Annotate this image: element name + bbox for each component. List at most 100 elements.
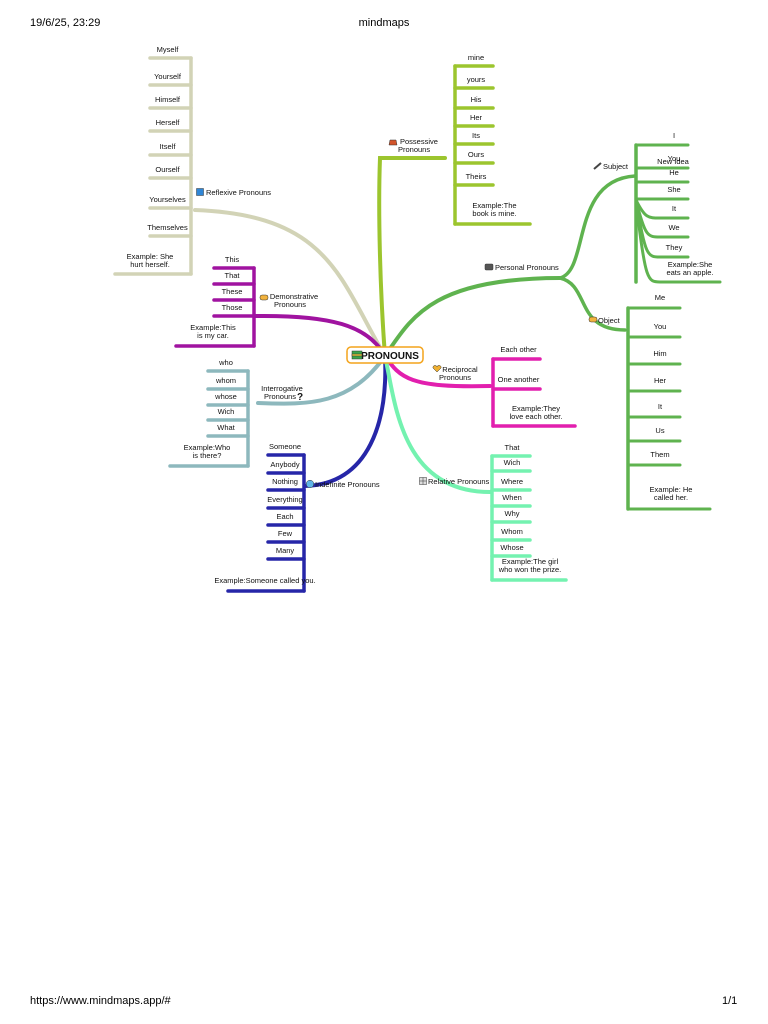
demonstrative-item[interactable]: Those [222,303,243,312]
object-item[interactable]: Me [655,293,665,302]
center-node[interactable]: PRONOUNS [346,346,424,364]
new-idea-node[interactable]: New Idea [657,157,690,166]
object-item[interactable]: It [658,402,663,411]
indefinite-branch-curve [303,354,388,488]
relative-branch-label[interactable]: Relative Pronouns [428,477,490,486]
reflexive-item[interactable]: Herself [156,118,181,127]
subject-label[interactable]: Subject [603,162,629,171]
subject-item[interactable]: They [666,243,683,252]
subject-item-line [634,198,690,220]
books-icon [351,350,363,360]
relative-item[interactable]: Whose [500,543,523,552]
object-item[interactable]: You [654,322,667,331]
reciprocal-item[interactable]: Each other [500,345,537,354]
globe-icon [305,479,315,489]
indefinite-item[interactable]: Nothing [272,477,298,486]
grid-icon [419,477,427,485]
reflexive-item[interactable]: Ourself [155,165,180,174]
possessive-item[interactable]: mine [468,53,484,62]
pen-icon [593,162,602,170]
indefinite-item[interactable]: Example:Someone called you. [214,576,315,585]
reflexive-item[interactable]: Yourselves [149,195,186,204]
interrogative-item[interactable]: What [217,423,235,432]
print-timestamp: 19/6/25, 23:29 [30,17,101,29]
interrogative-item[interactable]: whom [215,376,236,385]
relative-branch-curve [383,354,492,494]
relative-item[interactable]: When [502,493,522,502]
subject-item[interactable]: We [668,223,679,232]
reflexive-item[interactable]: Himself [155,95,181,104]
object-item[interactable]: Her [654,376,667,385]
demonstrative-item[interactable]: These [222,287,243,296]
page-url[interactable]: https://www.mindmaps.app/# [30,995,171,1007]
indefinite-item[interactable]: Anybody [270,460,299,469]
indefinite-item[interactable]: Someone [269,442,301,451]
bag-icon [388,139,398,146]
possessive-item[interactable]: yours [467,75,486,84]
possessive-item[interactable]: Her [470,113,483,122]
possessive-item[interactable]: Ours [468,150,485,159]
indefinite-item[interactable]: Everything [267,495,302,504]
demonstrative-item[interactable]: This [225,255,239,264]
reflexive-icon [196,188,204,196]
subject-item-line [634,198,722,284]
indefinite-item[interactable]: Many [276,546,295,555]
interrogative-item[interactable]: Wich [218,407,235,416]
relative-item[interactable]: That [504,443,520,452]
reflexive-item[interactable]: Myself [157,45,180,54]
subject-item[interactable]: You [668,154,681,163]
reflexive-item[interactable]: Themselves [147,223,188,232]
indefinite-branch-label[interactable]: Indefinite Pronouns [315,480,380,489]
relative-item[interactable]: Wich [504,458,521,467]
relative-item[interactable]: Where [501,477,523,486]
relative-item[interactable]: Whom [501,527,523,536]
heart-icon [432,365,442,373]
center-label[interactable]: PRONOUNS [361,351,419,362]
relative-item[interactable]: Why [505,509,520,518]
object-curve [558,276,627,332]
possessive-item[interactable]: His [471,95,482,104]
interrogative-item[interactable]: who [218,358,233,367]
subject-curve [558,174,637,280]
indefinite-item[interactable]: Each [276,512,293,521]
interrogative-item[interactable]: whose [214,392,237,401]
reflexive-branch-label[interactable]: Reflexive Pronouns [206,188,271,197]
possessive-item[interactable]: Theirs [466,172,487,181]
object-item[interactable]: Them [650,450,669,459]
subject-item[interactable]: I [673,131,675,140]
subject-item[interactable]: It [672,204,677,213]
object-item[interactable]: Him [653,349,666,358]
demonstrative-branch-curve [253,313,387,358]
page-number: 1/1 [722,995,738,1007]
svg-text:?: ? [297,392,303,403]
indefinite-item[interactable]: Few [278,529,293,538]
page-title: mindmaps [358,17,410,29]
reflexive-item[interactable]: Itself [160,142,177,151]
subject-item[interactable]: He [669,168,679,177]
possessive-item[interactable]: Its [472,131,480,140]
subject-item[interactable]: She [667,185,680,194]
object-label[interactable]: Object [598,316,621,325]
reciprocal-item[interactable]: One another [498,375,540,384]
object-item[interactable]: Us [655,426,664,435]
reflexive-item[interactable]: Yourself [154,72,182,81]
demonstrative-item[interactable]: That [224,271,240,280]
personal-branch-label[interactable]: Personal Pronouns [495,263,559,272]
hand-icon [588,316,598,323]
interrogative-branch-curve [256,354,387,406]
reflexive-branch-curve [193,208,387,358]
